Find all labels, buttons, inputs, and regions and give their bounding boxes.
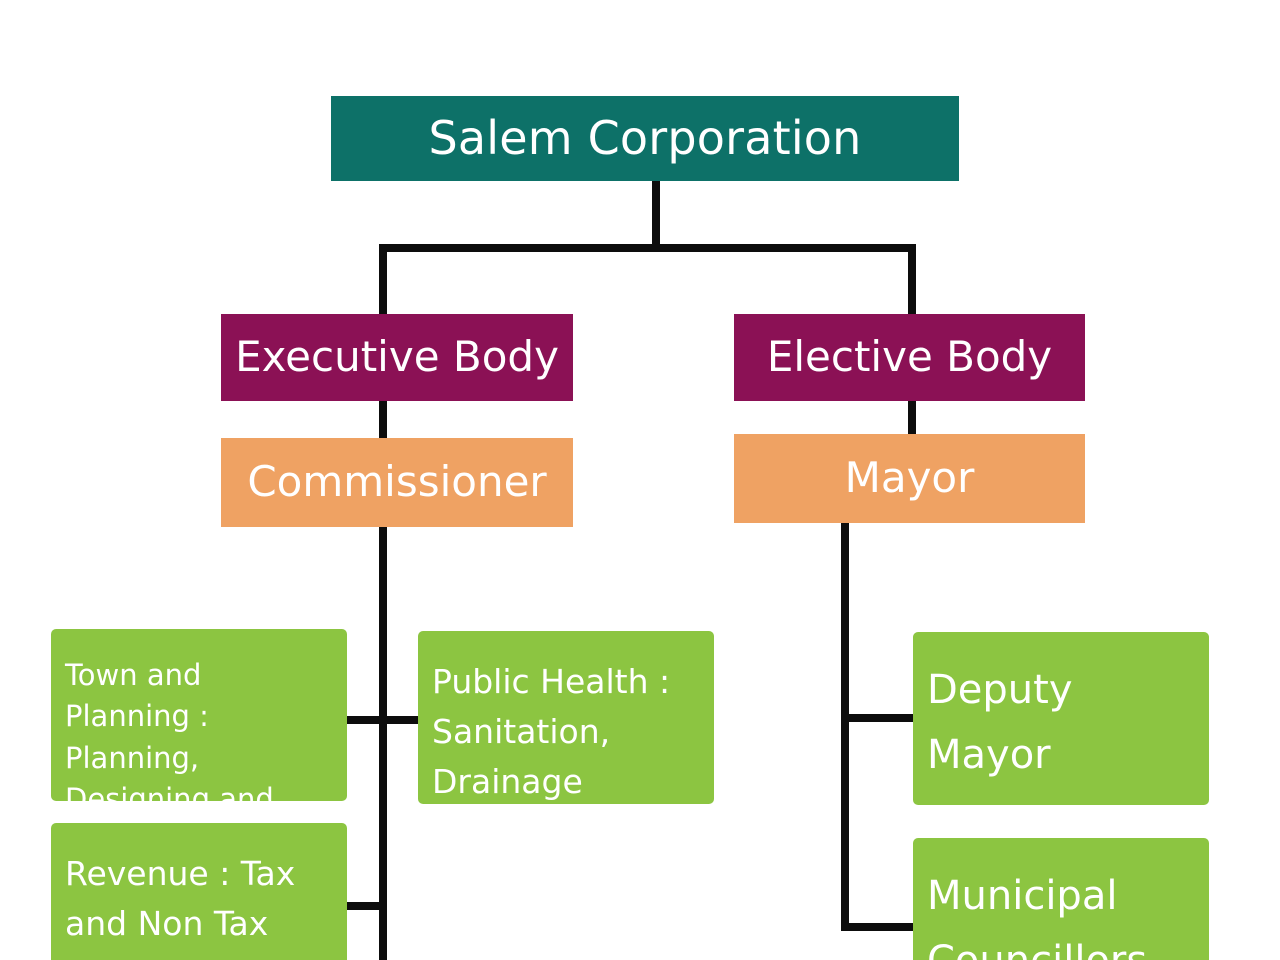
node-salem-corporation[interactable]: Salem Corporation bbox=[331, 96, 959, 181]
node-elective-body-label: Elective Body bbox=[766, 332, 1053, 382]
node-elective-body[interactable]: Elective Body bbox=[734, 314, 1085, 401]
node-revenue[interactable]: Revenue : Tax and Non Tax Collection bbox=[51, 823, 347, 960]
connector-mayor-spine bbox=[841, 521, 849, 931]
connector-to-executive-body bbox=[379, 244, 387, 316]
connector-root-stem bbox=[652, 181, 660, 251]
node-salem-corporation-label: Salem Corporation bbox=[428, 110, 862, 165]
connector-branch-public-health bbox=[379, 716, 423, 724]
connector-executive-to-commissioner bbox=[379, 400, 387, 442]
node-public-health[interactable]: Public Health : Sanitation, Drainage bbox=[418, 631, 714, 804]
node-revenue-label: Revenue : Tax and Non Tax Collection bbox=[65, 854, 296, 960]
node-municipal-councillors-label: Municipal Councillors bbox=[927, 873, 1147, 960]
node-mayor-label: Mayor bbox=[844, 453, 975, 503]
connector-root-bus bbox=[379, 244, 916, 252]
node-executive-body-label: Executive Body bbox=[235, 332, 559, 382]
node-public-health-label: Public Health : Sanitation, Drainage bbox=[432, 662, 671, 802]
connector-commissioner-spine bbox=[379, 524, 387, 960]
node-town-and-planning[interactable]: Town and Planning : Planning, Designing … bbox=[51, 629, 347, 858]
node-commissioner[interactable]: Commissioner bbox=[221, 438, 573, 527]
node-executive-body[interactable]: Executive Body bbox=[221, 314, 573, 401]
connector-branch-town-and-planning bbox=[341, 716, 387, 724]
node-deputy-mayor[interactable]: Deputy Mayor bbox=[913, 632, 1209, 805]
connector-elective-to-mayor bbox=[908, 400, 916, 442]
node-deputy-mayor-label: Deputy Mayor bbox=[927, 667, 1073, 778]
connector-to-elective-body bbox=[908, 244, 916, 316]
node-commissioner-label: Commissioner bbox=[247, 457, 547, 507]
node-mayor[interactable]: Mayor bbox=[734, 434, 1085, 523]
connector-branch-deputy-mayor bbox=[841, 714, 917, 722]
connector-branch-municipal-councillors bbox=[841, 923, 917, 931]
connector-branch-revenue bbox=[344, 902, 387, 910]
node-municipal-councillors[interactable]: Municipal Councillors bbox=[913, 838, 1209, 960]
